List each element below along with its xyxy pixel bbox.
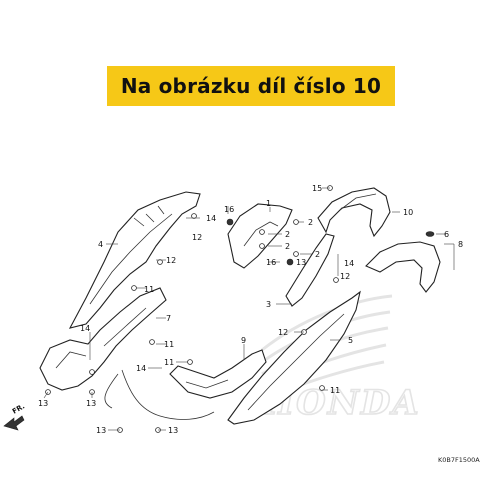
callout-10: 10 — [403, 208, 413, 217]
callout-1: 1 — [266, 199, 271, 208]
callout-4: 4 — [98, 240, 103, 249]
callout-14: 14 — [136, 364, 146, 373]
callout-3: 3 — [266, 300, 271, 309]
callout-14: 14 — [206, 214, 216, 223]
callout-labels: 1 2 2 2 2 3 4 5 6 7 8 9 10 11 11 11 11 1… — [38, 184, 463, 435]
callout-13: 13 — [296, 258, 306, 267]
callout-11: 11 — [164, 358, 174, 367]
part-4-side-cover — [68, 191, 201, 329]
part-number-banner: Na obrázku díl číslo 10 — [107, 66, 395, 106]
leader-lines — [43, 187, 455, 431]
callout-11: 11 — [144, 285, 154, 294]
callout-6: 6 — [444, 230, 449, 239]
callout-12: 12 — [192, 233, 202, 242]
callout-2: 2 — [315, 250, 320, 259]
callout-14: 14 — [344, 259, 354, 268]
banner-text: Na obrázku díl číslo 10 — [120, 74, 382, 98]
callout-2: 2 — [285, 242, 290, 251]
part-8-rear-end-cover — [365, 231, 441, 293]
fastener-set — [45, 185, 339, 433]
drawing-code: K0B7F1500A — [438, 456, 480, 464]
callout-13: 13 — [168, 426, 178, 435]
callout-13: 13 — [86, 399, 96, 408]
callout-16: 16 — [266, 258, 276, 267]
callout-9: 9 — [241, 336, 246, 345]
part-9-lower-cover — [169, 349, 267, 399]
part-3-middle-rail — [285, 233, 335, 307]
callout-2: 2 — [285, 230, 290, 239]
callout-16: 16 — [224, 205, 234, 214]
part-1-center-cover — [226, 203, 293, 269]
callout-12: 12 — [340, 272, 350, 281]
callout-13: 13 — [96, 426, 106, 435]
callout-11: 11 — [330, 386, 340, 395]
callout-12: 12 — [166, 256, 176, 265]
part-10-grab-rail — [317, 187, 391, 238]
part-5-side-cover — [227, 290, 361, 425]
callout-13: 13 — [38, 399, 48, 408]
part-13-strap — [104, 369, 215, 420]
direction-arrow-icon — [3, 415, 25, 431]
callout-2: 2 — [308, 218, 313, 227]
callout-15: 15 — [312, 184, 322, 193]
callout-5: 5 — [348, 336, 353, 345]
front-direction-indicator: FR. — [3, 402, 26, 431]
callout-7: 7 — [166, 314, 171, 323]
direction-label: FR. — [11, 402, 26, 415]
callout-11: 11 — [164, 340, 174, 349]
callout-12: 12 — [278, 328, 288, 337]
callout-14: 14 — [80, 324, 90, 333]
callout-8: 8 — [458, 240, 463, 249]
part-7-under-cover — [39, 287, 167, 391]
